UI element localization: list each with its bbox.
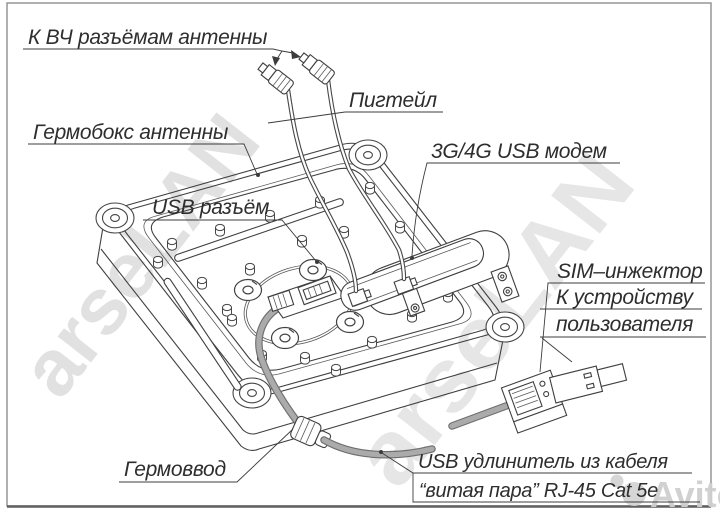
label-modem: 3G/4G USB модем xyxy=(431,140,607,163)
cable-clip xyxy=(335,310,365,334)
leader-dot xyxy=(379,450,383,454)
label-pigtail: Пигтейл xyxy=(349,89,437,112)
usb-connector-pcb xyxy=(267,275,346,319)
label-rf-connectors: К ВЧ разъёмам антенны xyxy=(28,26,268,49)
label-to-device-1: К устройству xyxy=(556,286,694,309)
cable-terminal xyxy=(267,289,295,313)
leader-dot xyxy=(256,173,260,177)
leader-rf-branch xyxy=(281,50,294,54)
sim-injector-assembly xyxy=(500,362,628,434)
corner-post-right xyxy=(485,311,525,343)
usb-socket xyxy=(297,275,337,306)
avito-text: Avito xyxy=(650,474,720,515)
avito-watermark: Avito xyxy=(610,474,720,515)
pigtail-cable-right xyxy=(325,77,407,282)
rf-right-angle-connector xyxy=(393,275,418,296)
usb-plug xyxy=(548,362,628,404)
arrowhead xyxy=(291,50,301,59)
hermobox-enclosure xyxy=(95,139,525,452)
mounting-rail-left xyxy=(163,277,242,391)
corner-post-left xyxy=(95,202,135,234)
sim-injector-body xyxy=(500,369,568,434)
leader-hermobox xyxy=(28,143,258,175)
pigtail-cable-left xyxy=(285,87,359,294)
pigtails xyxy=(257,52,407,294)
label-to-device-2: пользователя xyxy=(556,313,693,336)
label-sim-injector: SIM–инжектор xyxy=(557,260,703,283)
arrowhead xyxy=(272,56,280,66)
sma-connector-left xyxy=(257,62,294,95)
floor-contour xyxy=(150,167,465,371)
callout-labels: К ВЧ разъёмам антенны Пигтейл Гермобокс … xyxy=(28,26,703,502)
leader-pigtail xyxy=(267,111,443,124)
holder-bracket-right xyxy=(490,265,520,303)
usb-extension-cable xyxy=(320,402,510,459)
underline-usb-ext-2 xyxy=(412,473,700,503)
cable-clip xyxy=(270,326,300,350)
leader-usb-port xyxy=(143,219,317,262)
mounting-rail-upper xyxy=(174,198,344,262)
label-usb-ext-1: USB удлинитель из кабеля xyxy=(418,451,668,473)
usb-cable-internal xyxy=(255,302,303,428)
corner-post-top xyxy=(348,139,388,171)
leader-dot xyxy=(315,260,319,264)
avito-logo-dot-large xyxy=(622,482,646,506)
leader-modem xyxy=(411,162,620,257)
page-frame xyxy=(6,2,712,507)
label-gland: Гермоввод xyxy=(124,458,226,481)
label-usb-ext-2: “витая пара” RJ-45 Cat 5e xyxy=(419,480,658,502)
label-hermobox: Гермобокс антенны xyxy=(33,121,229,144)
leader-sim-injector xyxy=(539,282,705,373)
leader-rf xyxy=(23,48,283,60)
hermobox-wall xyxy=(96,220,505,452)
callout-lines xyxy=(23,48,706,503)
cable-clip xyxy=(298,258,328,282)
label-usb-port: USB разъём xyxy=(152,196,269,219)
leader-gland xyxy=(119,428,294,483)
modem-assembly xyxy=(267,230,520,319)
cable-clip xyxy=(233,278,263,302)
avito-logo-dot-small xyxy=(610,474,624,488)
leader-to-plug xyxy=(541,337,573,363)
sma-connector-right xyxy=(298,52,335,85)
leader-dot xyxy=(410,256,414,260)
